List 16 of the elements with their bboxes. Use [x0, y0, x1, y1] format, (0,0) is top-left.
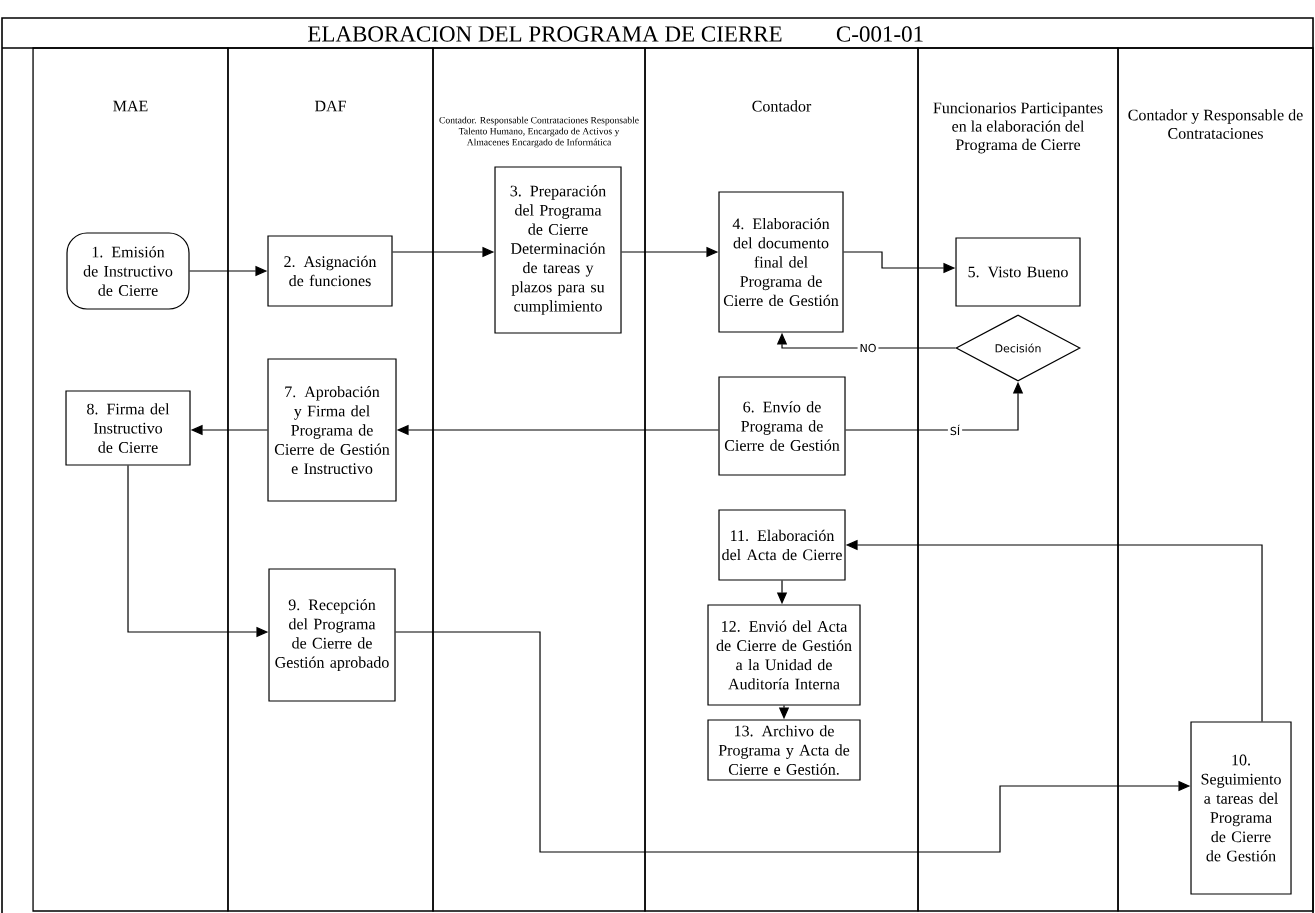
process-box: 7. Aprobación y Firma del Programa de Cierre de Gestión e Instructivo: [267, 358, 397, 502]
process-box: 10. Seguimiento a tareas del Programa de Cierre de Gestión: [1190, 721, 1292, 895]
process-box: 8. Firma del Instructivo de Cierre: [65, 390, 191, 466]
process-box: 6. Envío de Programa de Cierre de Gestión: [718, 376, 846, 476]
title: ELABORACION DEL PROGRAMA DE CIERRE: [308, 26, 782, 42]
process-box: 9. Recepción del Programa de Cierre de Gestión aprobado: [268, 568, 396, 702]
process-box: 5. Visto Bueno: [955, 237, 1081, 307]
process-box: 4. Elaboración del documento final del Programa de Cierre de Gestión: [718, 191, 844, 333]
process-box: 13. Archivo de Programa y Acta de Cierre e Gestión.: [707, 719, 861, 781]
process-box: 11. Elaboración del Acta de Cierre: [718, 509, 846, 581]
document-code: C-001-01: [836, 26, 923, 42]
process-box: 12. Envió del Acta de Cierre de Gestión a la Unidad de Auditoría Interna: [707, 604, 861, 706]
edge-label: SÍ: [947, 422, 963, 438]
process-box: 3. Preparación del Programa de Cierre Determinación de tareas y plazos para su cumplimiento: [494, 166, 622, 334]
edge-label: NO: [857, 341, 879, 355]
process-box: 2. Asignación de funciones: [267, 235, 393, 307]
